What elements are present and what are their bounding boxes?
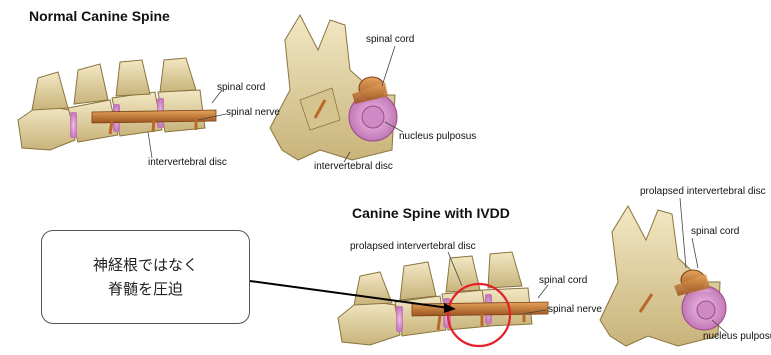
- spinous-process: [488, 252, 522, 288]
- label-cross-nucleus-pulposus: nucleus pulposus: [399, 131, 476, 142]
- callout-line-1: 神経根ではなく: [93, 253, 198, 277]
- label-prolapsed-disc: prolapsed intervertebral disc: [350, 241, 476, 252]
- label-cross-prolapsed-disc: prolapsed intervertebral disc: [640, 186, 766, 197]
- ivdd-lateral-spine: [338, 252, 548, 346]
- nucleus-pulposus: [697, 301, 715, 319]
- normal-lateral-spine: [18, 58, 226, 158]
- vertebra: [18, 105, 75, 150]
- label-cross-intervertebral-disc: intervertebral disc: [314, 161, 393, 172]
- label-spinal-nerve: spinal nerve: [226, 107, 280, 118]
- label-cross-spinal-cord: spinal cord: [366, 34, 414, 45]
- label-ivdd-spinal-cord: spinal cord: [539, 275, 587, 286]
- label-ivdd-spinal-nerve: spinal nerve: [548, 304, 602, 315]
- intervertebral-disc: [70, 112, 77, 138]
- spinous-process: [446, 256, 480, 292]
- nucleus-pulposus: [362, 106, 384, 128]
- vertebra: [338, 300, 400, 345]
- label-spinal-cord: spinal cord: [217, 82, 265, 93]
- intervertebral-disc: [396, 306, 403, 332]
- spinous-process: [116, 60, 150, 96]
- spinal-cord: [412, 302, 548, 316]
- spinous-process: [400, 262, 436, 300]
- callout-line-2: 脊髄を圧迫: [108, 277, 183, 301]
- spinous-process: [74, 64, 108, 104]
- label-ivdd-cross-spinal-cord: spinal cord: [691, 226, 739, 237]
- spinous-process: [32, 72, 68, 110]
- spinous-process: [160, 58, 196, 92]
- label-intervertebral-disc: intervertebral disc: [148, 157, 227, 168]
- ivdd-cross-section: [600, 198, 728, 346]
- annotation-callout: 神経根ではなく 脊髄を圧迫: [41, 230, 250, 324]
- label-ivdd-cross-nucleus-pulposus: nucleus pulposus: [703, 331, 771, 342]
